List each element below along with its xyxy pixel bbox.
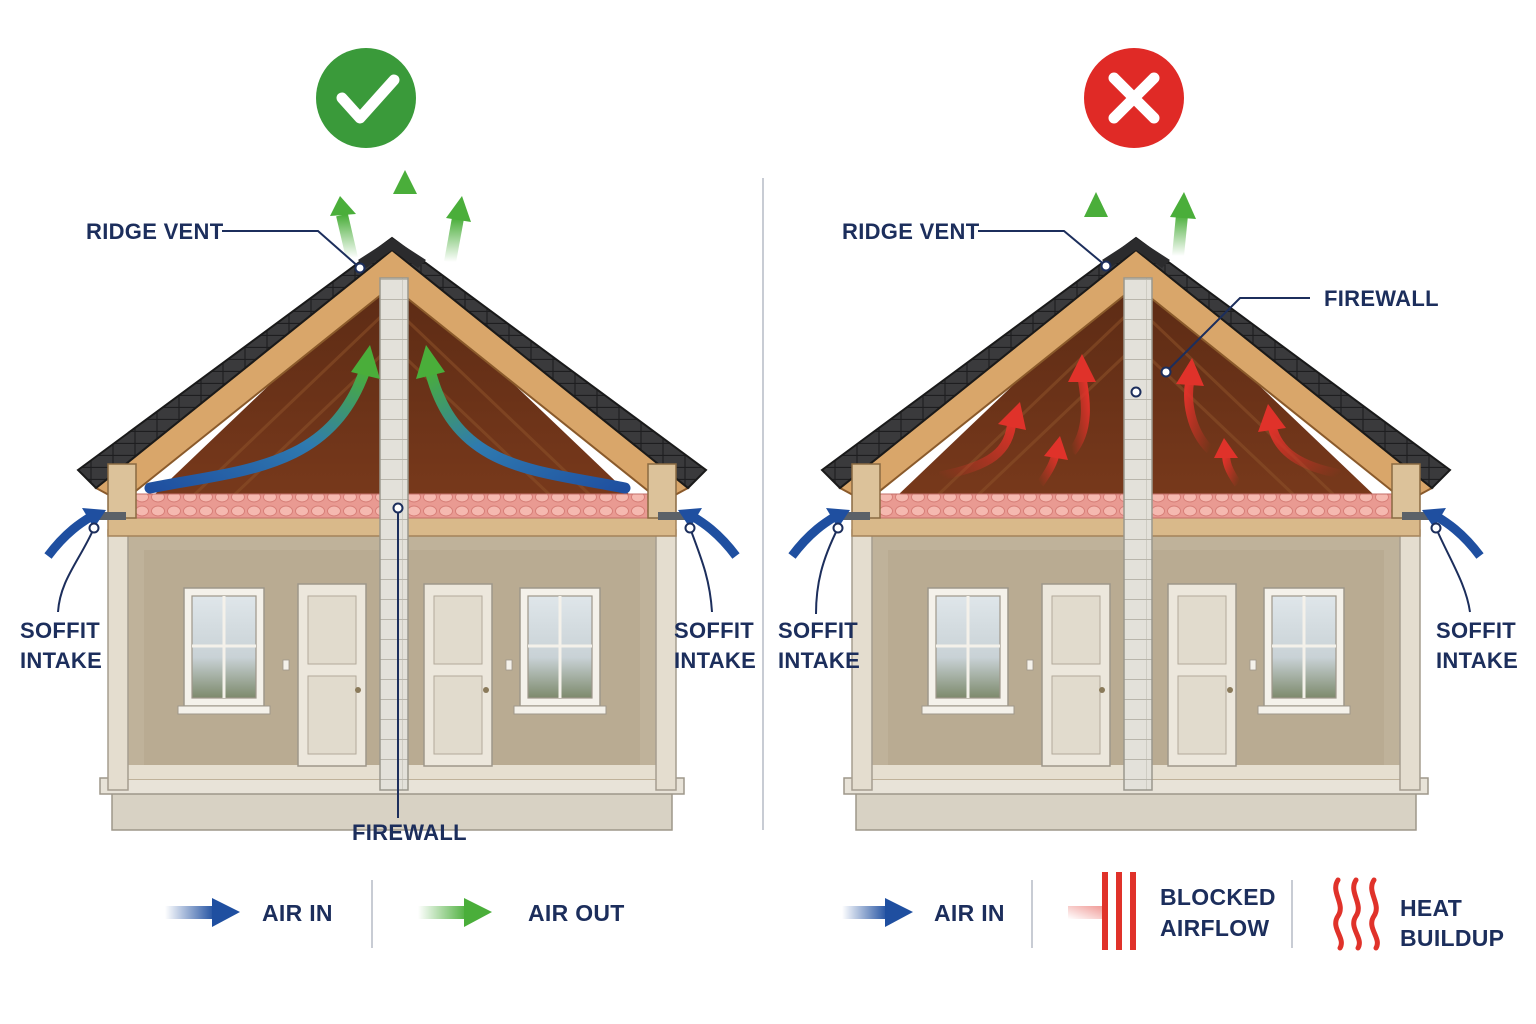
blue-arrow-icon	[842, 898, 913, 927]
legend-air-in: AIR IN	[262, 900, 333, 926]
intake-label-right-r: INTAKE	[1436, 648, 1518, 673]
soffit-leader-left-right	[816, 528, 838, 614]
soffit-label-right-r: SOFFIT	[1436, 618, 1516, 643]
legend-air-in-right: AIR IN	[934, 900, 1005, 926]
check-icon	[316, 48, 416, 148]
legend-heat-1: HEAT	[1400, 895, 1462, 921]
blocked-bars-icon	[1068, 872, 1136, 950]
intake-label-left-r: INTAKE	[778, 648, 860, 673]
house-left	[78, 238, 706, 830]
soffit-label-right: SOFFIT	[674, 618, 754, 643]
ridge-vent-label-right: RIDGE VENT	[842, 219, 980, 244]
firewall-label-right: FIREWALL	[1324, 286, 1439, 311]
legend-right: AIR IN BLOCKED AIRFLOW HEAT BUILDUP	[842, 872, 1504, 951]
firewall-label-left: FIREWALL	[352, 820, 467, 845]
heat-waves-icon	[1336, 880, 1378, 948]
house-right	[822, 238, 1450, 830]
right-panel: RIDGE VENT FIREWALL SOFFIT INTAKE SOFFIT…	[778, 48, 1518, 951]
legend-blocked-2: AIRFLOW	[1160, 915, 1269, 941]
cross-icon	[1084, 48, 1184, 148]
soffit-label-left: SOFFIT	[20, 618, 100, 643]
legend-left: AIR IN AIR OUT	[165, 880, 625, 948]
legend-air-out: AIR OUT	[528, 900, 625, 926]
intake-label-left: INTAKE	[20, 648, 102, 673]
intake-label-right: INTAKE	[674, 648, 756, 673]
ridge-vent-leader	[222, 231, 360, 268]
blue-arrow-icon	[165, 898, 240, 927]
ridge-vent-label: RIDGE VENT	[86, 219, 224, 244]
left-panel: RIDGE VENT SOFFIT INTAKE SOFFIT INTAKE F…	[20, 48, 756, 948]
soffit-leader-right	[690, 528, 712, 612]
legend-heat-2: BUILDUP	[1400, 925, 1504, 951]
green-arrow-icon	[418, 898, 492, 927]
soffit-label-left-r: SOFFIT	[778, 618, 858, 643]
ridge-vent-leader-right	[978, 231, 1106, 266]
legend-blocked-1: BLOCKED	[1160, 884, 1276, 910]
